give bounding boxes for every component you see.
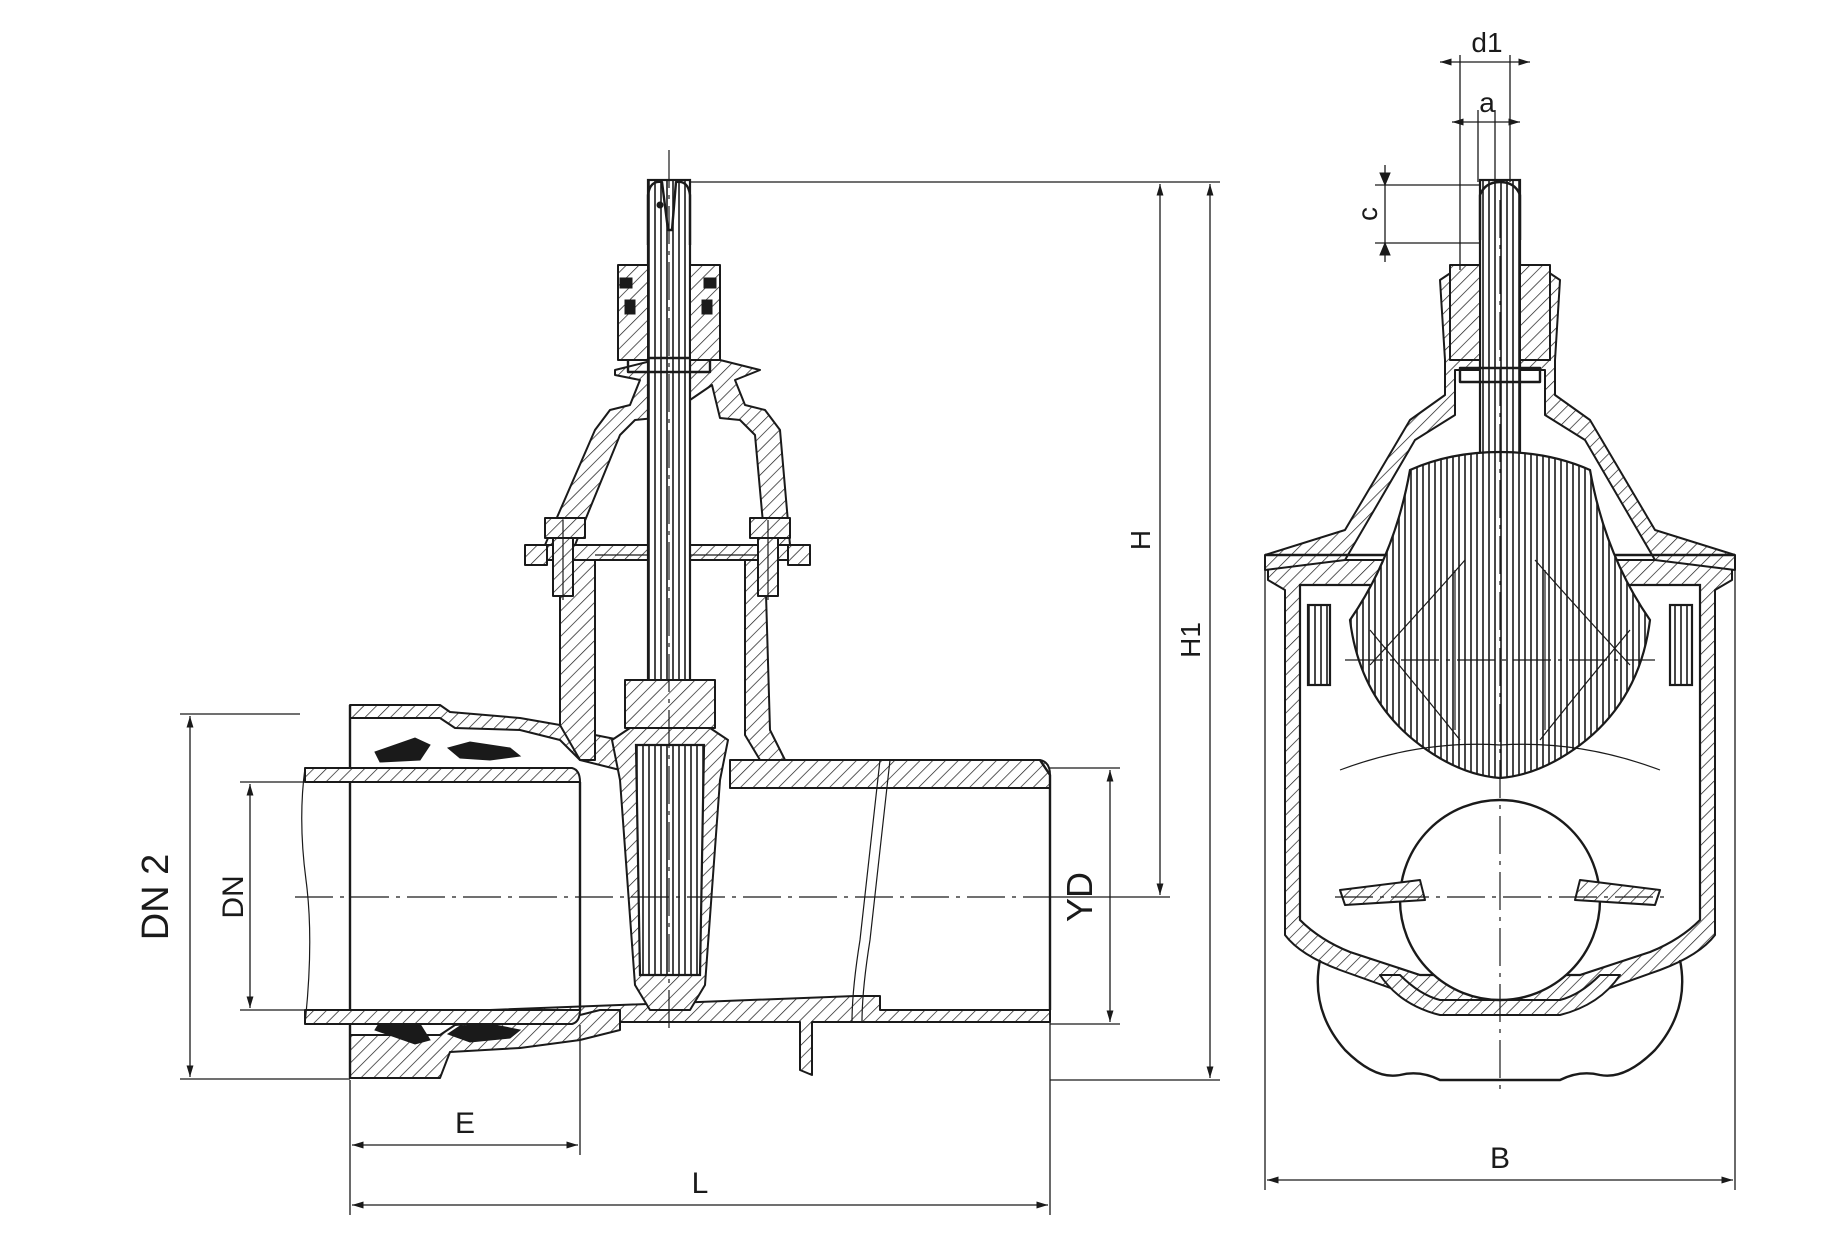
side-boss-right — [1668, 603, 1694, 687]
wedge-curve-right — [1534, 559, 1631, 666]
dn2-label: DN 2 — [135, 854, 177, 941]
c-label: c — [1352, 207, 1383, 221]
bottom-sump-wall — [1379, 974, 1621, 1016]
end-section-view — [1264, 178, 1736, 1095]
d1-label: d1 — [1471, 27, 1502, 58]
bonnet-end-view — [1264, 269, 1736, 571]
a-label: a — [1479, 87, 1495, 118]
spigot-end — [1039, 759, 1052, 1010]
b-label: B — [1490, 1142, 1510, 1175]
o-ring-top — [446, 741, 522, 761]
pipe-break-line — [301, 767, 311, 1025]
seat-lower-left — [1339, 879, 1426, 906]
stem-nut — [624, 679, 716, 729]
body-bottom-wall — [489, 995, 1051, 1076]
wedge-curve-left — [1369, 559, 1466, 666]
wedge-seal-top — [374, 737, 431, 763]
stuffing-box — [617, 264, 721, 361]
h-label: H — [1125, 530, 1156, 550]
c-arrow-top — [1379, 172, 1391, 187]
bolt-right — [749, 517, 811, 600]
l-label: L — [692, 1167, 709, 1200]
stem-collar — [626, 356, 712, 374]
stem-top-cap — [646, 180, 692, 245]
break-mark-2 — [861, 759, 891, 1023]
side-section-view — [295, 150, 1060, 1079]
dn-label: DN — [217, 875, 250, 918]
c-arrow-bottom — [1379, 241, 1391, 256]
bottom-sump — [1316, 959, 1684, 1082]
break-mark — [851, 759, 881, 1023]
dimensions: DN 2 DN YD H H1 E L B — [135, 27, 1736, 1215]
seat-lower-right — [1574, 879, 1661, 906]
bolt-left — [524, 517, 586, 600]
inserted-pipe-bottom-wall — [304, 1009, 581, 1025]
stem-pin-hole — [656, 201, 664, 209]
seat-curve — [1339, 743, 1661, 771]
wedge-core — [634, 743, 706, 977]
wedge-guide-left — [1369, 629, 1461, 741]
side-boss-left — [1306, 603, 1332, 687]
e-label: E — [455, 1107, 475, 1140]
wedge-guide-right — [1539, 629, 1631, 741]
h1-label: H1 — [1175, 622, 1206, 658]
inserted-pipe-top-wall — [304, 767, 581, 783]
stem-end-cap — [1478, 180, 1522, 240]
o-ring-bottom — [446, 1023, 522, 1043]
stuffing-box-end — [1449, 264, 1551, 361]
